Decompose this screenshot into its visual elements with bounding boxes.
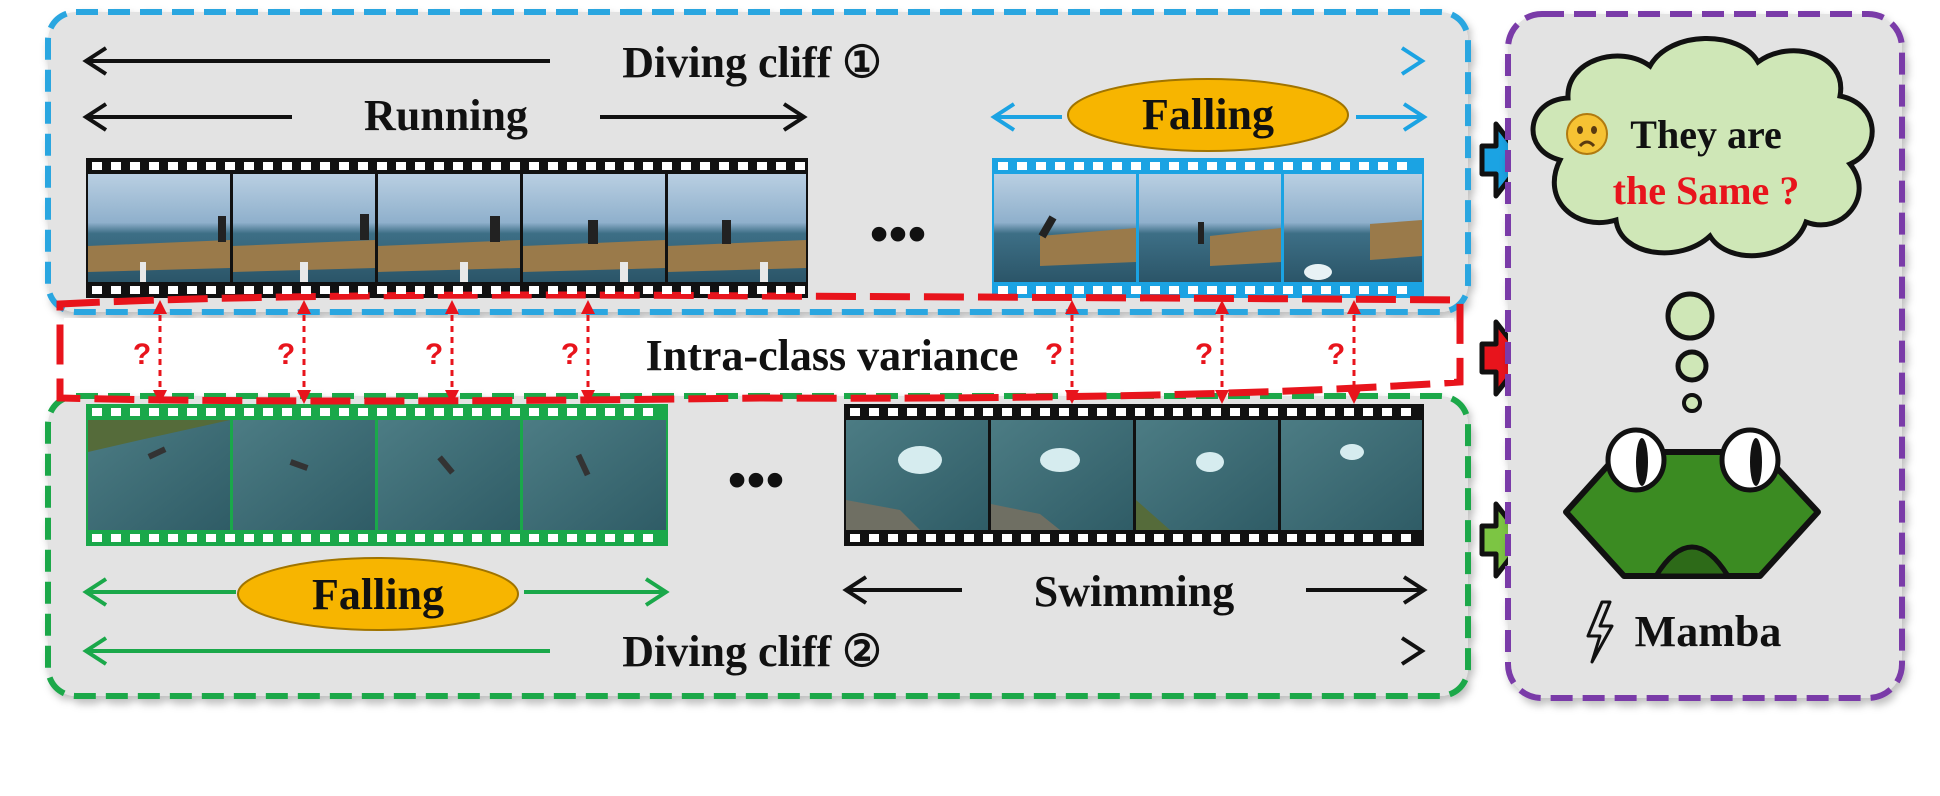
correspondence-link: ? <box>133 300 167 404</box>
running-frame <box>668 174 806 282</box>
diving-cliff-2-title: Diving cliff ② <box>622 627 881 676</box>
running-frame <box>233 174 375 282</box>
lightning-bolt-icon <box>1586 600 1614 664</box>
intra-class-variance-band: Intra-class variance ? ? ? <box>56 291 1464 405</box>
correspondence-link: ? <box>1045 300 1079 404</box>
ellipsis-top: ••• <box>870 204 927 264</box>
swimming-frame <box>991 420 1133 530</box>
falling-frame <box>378 420 520 530</box>
thought-bubble-large <box>1665 291 1715 341</box>
falling-frame <box>88 420 230 530</box>
thought-bubble-medium <box>1675 349 1709 383</box>
correspondence-link: ? <box>561 300 595 404</box>
correspondence-link: ? <box>1195 300 1229 404</box>
intra-class-variance-label: Intra-class variance <box>646 331 1019 380</box>
running-frame <box>88 174 230 282</box>
falling-arrow-bottom <box>82 577 670 607</box>
swimming-label: Swimming <box>1034 567 1234 616</box>
mamba-head-icon <box>1563 427 1821 579</box>
film-strip-running <box>86 158 808 298</box>
question-mark: ? <box>1327 338 1345 371</box>
falling-oval-top <box>1067 78 1349 152</box>
question-mark: ? <box>1045 338 1063 371</box>
question-mark: ? <box>1195 338 1213 371</box>
question-mark: ? <box>277 338 295 371</box>
question-mark: ? <box>425 338 443 371</box>
question-mark: ? <box>561 338 579 371</box>
falling-oval-bottom <box>237 557 519 631</box>
thought-bubble-small <box>1682 393 1702 413</box>
falling-frame <box>1139 174 1281 282</box>
falling-frame <box>1284 174 1422 282</box>
thought-line-2: the Same ? <box>1613 168 1800 213</box>
bottom-panel: ••• <box>45 393 1471 699</box>
falling-arrow-top <box>990 102 1428 132</box>
worried-face-icon <box>1566 113 1608 155</box>
falling-frame <box>523 420 666 530</box>
running-arrow <box>82 102 808 132</box>
falling-frame <box>994 174 1136 282</box>
right-panel: They are the Same ? Mamba <box>1505 11 1905 701</box>
correspondence-link: ? <box>425 300 459 404</box>
film-sprocket-holes <box>92 162 805 294</box>
film-sprocket-holes <box>850 408 1411 542</box>
thought-cloud: They are the Same ? <box>1530 36 1875 259</box>
film-strip-swimming <box>844 404 1424 546</box>
running-label: Running <box>364 91 528 140</box>
correspondence-link: ? <box>1327 300 1361 404</box>
falling-label-top: Falling <box>1142 90 1274 139</box>
film-strip-falling-top <box>992 158 1424 298</box>
falling-frame <box>233 420 375 530</box>
question-mark: ? <box>133 338 151 371</box>
swimming-frame <box>1136 420 1278 530</box>
film-strip-falling-bottom <box>86 404 668 546</box>
film-sprocket-holes <box>998 162 1407 294</box>
swimming-frame <box>1281 420 1422 530</box>
mamba-label: Mamba <box>1635 607 1782 656</box>
thought-line-1: They are <box>1630 112 1781 157</box>
running-frame <box>378 174 520 282</box>
film-sprocket-holes <box>92 408 653 542</box>
running-frame <box>523 174 665 282</box>
correspondence-links: ? ? ? ? <box>133 300 1361 404</box>
swimming-frame <box>846 420 988 530</box>
swimming-arrow <box>842 575 1428 605</box>
correspondence-link: ? <box>277 300 311 404</box>
diving-cliff-1-title: Diving cliff ① <box>622 38 881 87</box>
falling-label-bottom: Falling <box>312 570 444 619</box>
diving-cliff-2-arrow <box>82 636 1426 666</box>
diving-cliff-1-arrow <box>82 46 1426 76</box>
ellipsis-bottom: ••• <box>728 450 785 510</box>
